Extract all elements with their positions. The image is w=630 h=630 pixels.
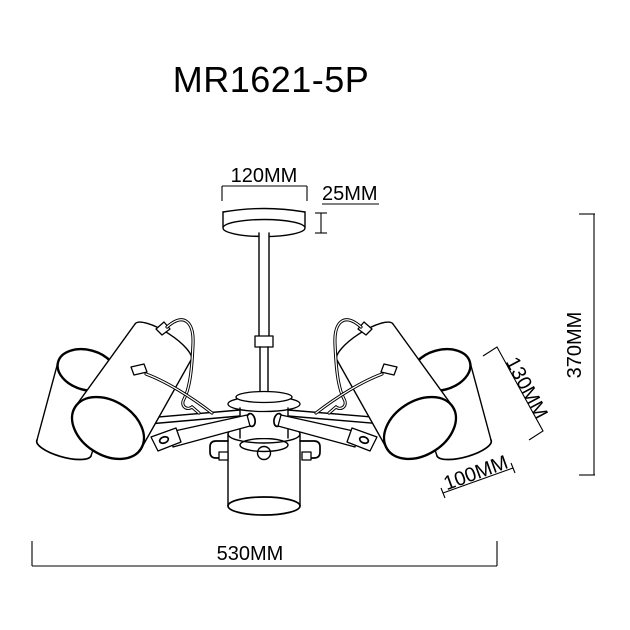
right-glass-clamp (299, 440, 321, 459)
shade-length-label: 130MM (501, 354, 552, 423)
ceiling-light-figure (35, 207, 493, 516)
bulb (256, 445, 272, 461)
stem-rod (254, 231, 274, 395)
left-shade-finial (155, 321, 171, 336)
right-shade-finial (357, 321, 373, 336)
front-right-shade (335, 321, 458, 461)
total-height-label: 370MM (564, 312, 586, 379)
total-width-label: 530MM (217, 543, 284, 565)
canopy-width-label: 120MM (231, 165, 298, 187)
right-shade-socket (380, 363, 398, 376)
cables (144, 318, 384, 415)
dimension-shade-length: 130MM (482, 346, 552, 441)
front-left-shade (70, 321, 193, 461)
dimension-canopy-height: 25MM (315, 183, 379, 234)
dimension-canopy-width: 120MM (221, 165, 308, 201)
ceiling-canopy (222, 207, 306, 238)
stem-collar (254, 335, 274, 348)
left-glass-clamp (209, 440, 229, 459)
dimension-total-height: 370MM (564, 213, 595, 476)
canopy-height-label: 25MM (322, 183, 378, 205)
left-shade-socket (130, 363, 148, 376)
dimension-total-width: 530MM (31, 541, 498, 567)
central-shade (209, 424, 321, 516)
front-arms (150, 414, 378, 452)
right-arm-hinge (346, 427, 378, 452)
left-arm-hinge (150, 427, 182, 452)
product-title: MR1621-5P (173, 59, 370, 100)
shade-inner-rim (239, 437, 289, 453)
right-arm (277, 414, 359, 448)
left-arm (169, 414, 251, 448)
